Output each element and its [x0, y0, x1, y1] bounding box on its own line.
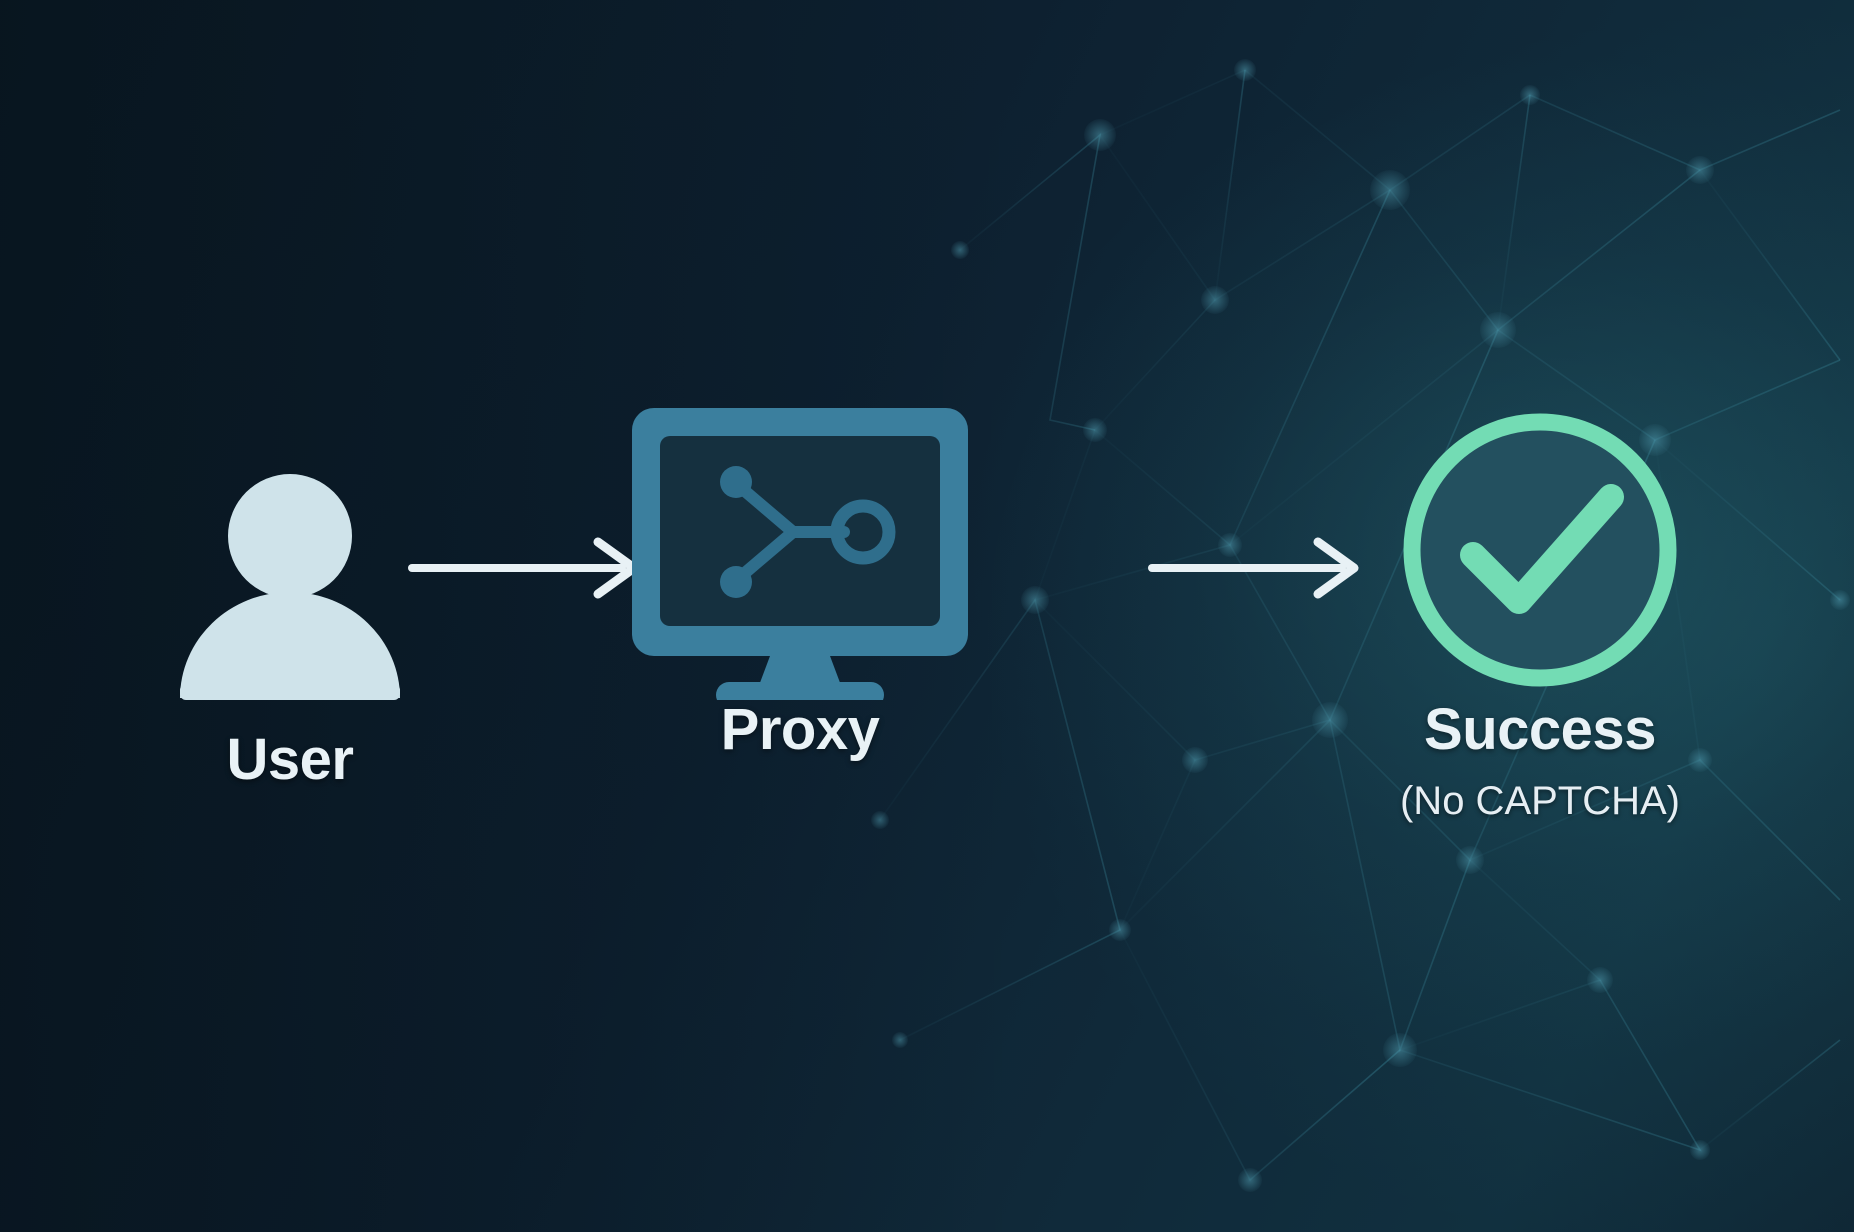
flow-node-success: Success (No CAPTCHA)	[1310, 400, 1770, 824]
flow-node-sublabel-success: (No CAPTCHA)	[1399, 778, 1681, 823]
proxy-icon-wrap	[580, 400, 1020, 700]
arrow-right-icon-2	[1148, 537, 1359, 599]
success-icon-wrap	[1310, 400, 1770, 700]
flow-node-label-success: Success	[1424, 697, 1656, 762]
monitor-network-icon	[632, 408, 968, 700]
flow-node-user: User	[60, 430, 520, 791]
user-icon-wrap	[60, 430, 520, 730]
flow-node-proxy: Proxy	[580, 400, 1020, 761]
flow-node-label-user: User	[226, 727, 354, 792]
user-avatar-icon	[180, 474, 400, 700]
check-circle-icon	[1403, 413, 1677, 687]
flow-node-label-proxy: Proxy	[720, 697, 880, 762]
